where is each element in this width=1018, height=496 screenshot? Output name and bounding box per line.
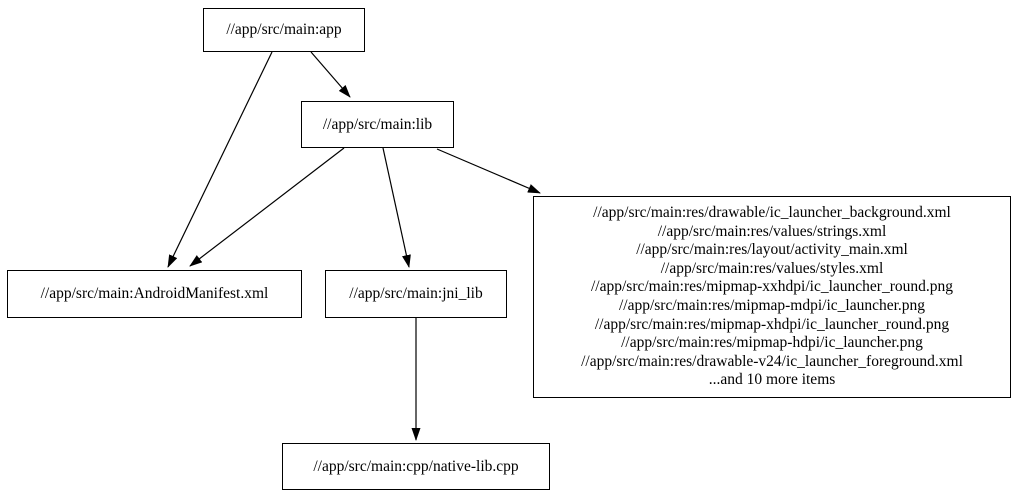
resource-item: //app/src/main:res/drawable-v24/ic_launc… <box>581 352 963 370</box>
resource-item: //app/src/main:res/layout/activity_main.… <box>636 241 908 259</box>
node-lib: //app/src/main:lib <box>301 101 454 148</box>
node-lib-label: //app/src/main:lib <box>322 115 433 133</box>
edge-lib-to-resources <box>436 148 541 194</box>
resource-item: //app/src/main:res/values/strings.xml <box>657 222 887 240</box>
node-native-cpp: //app/src/main:cpp/native-lib.cpp <box>282 443 550 490</box>
edge-app-to-lib <box>310 51 351 98</box>
resource-item: //app/src/main:res/drawable/ic_launcher_… <box>593 204 951 222</box>
resource-items-more: ...and 10 more items <box>708 371 836 389</box>
resource-item: //app/src/main:res/mipmap-mdpi/ic_launch… <box>618 297 926 314</box>
node-resources-group: //app/src/main:res/drawable/ic_launcher_… <box>533 196 1011 398</box>
node-jni-lib: //app/src/main:jni_lib <box>325 270 507 318</box>
edge-lib-to-jni-lib <box>382 147 411 268</box>
node-jni-lib-label: //app/src/main:jni_lib <box>349 285 483 302</box>
edge-lib-to-manifest <box>189 147 345 267</box>
node-app-label: //app/src/main:app <box>226 21 342 38</box>
resource-item: //app/src/main:res/mipmap-hdpi/ic_launch… <box>621 334 923 352</box>
resource-item: //app/src/main:res/mipmap-xxhdpi/ic_laun… <box>590 278 953 296</box>
node-native-cpp-label: //app/src/main:cpp/native-lib.cpp <box>313 457 519 475</box>
node-android-manifest: //app/src/main:AndroidManifest.xml <box>7 270 302 318</box>
node-app: //app/src/main:app <box>203 8 365 52</box>
resource-item: //app/src/main:res/mipmap-xhdpi/ic_launc… <box>594 315 950 333</box>
edge-app-to-manifest <box>167 51 273 268</box>
resource-item: //app/src/main:res/values/styles.xml <box>660 259 884 277</box>
node-android-manifest-label: //app/src/main:AndroidManifest.xml <box>40 285 269 302</box>
